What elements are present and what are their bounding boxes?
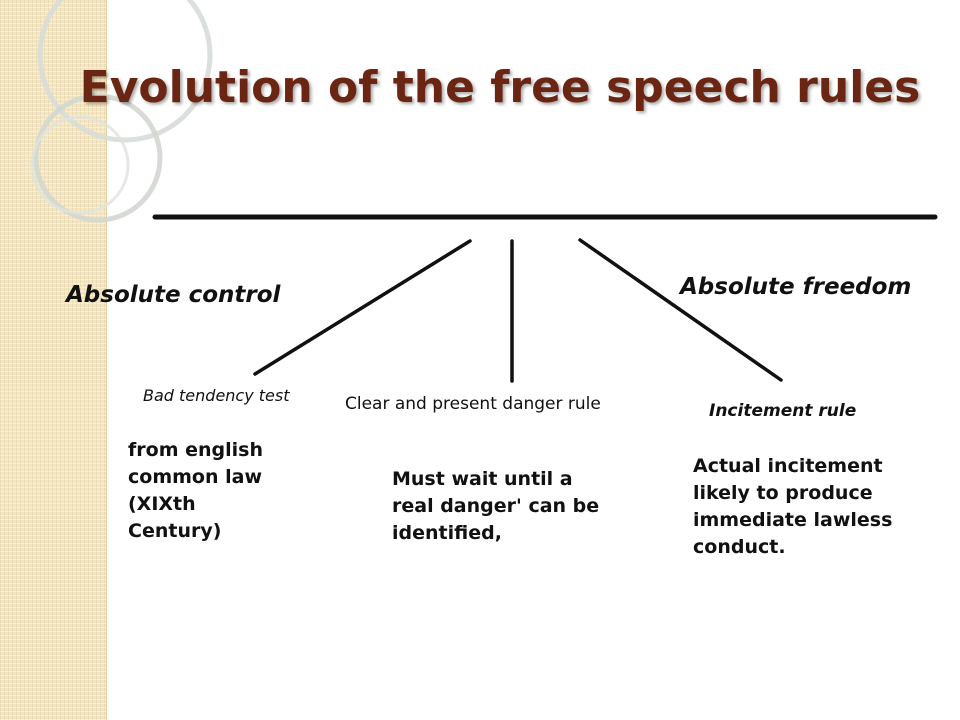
branch-line-left — [253, 239, 472, 376]
absolute-freedom-label: Absolute freedom — [680, 274, 912, 300]
page-title: Evolution of the free speech rules — [79, 62, 921, 113]
clear-danger-description: Must wait until a real danger' can be id… — [392, 468, 600, 544]
incitement-rule-label: Incitement rule — [709, 401, 857, 421]
absolute-control-label: Absolute control — [66, 282, 281, 308]
clear-and-present-danger-label: Clear and present danger rule — [345, 394, 601, 414]
branch-line-right — [578, 238, 783, 382]
bad-tendency-description: from english common law (XIXth Century) — [128, 439, 263, 542]
incitement-description: Actual incitement likely to produce imme… — [693, 455, 893, 558]
bad-tendency-test-label: Bad tendency test — [143, 386, 290, 405]
